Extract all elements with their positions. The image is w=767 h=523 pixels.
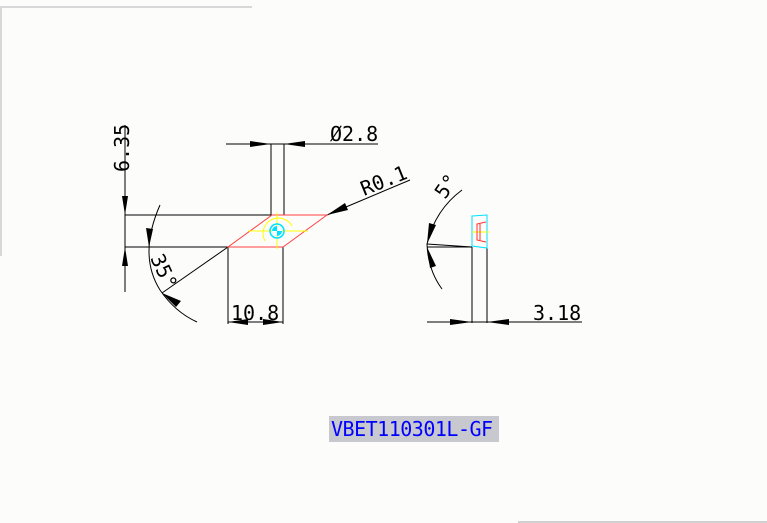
side-view: 5° 3.18 [426, 169, 582, 325]
dimension-included-angle: 35° [145, 204, 229, 323]
dimension-clearance-angle: 5° [426, 169, 463, 290]
dim-label-clearance-angle: 5° [429, 169, 462, 203]
dim-label-included-angle: 35° [145, 250, 182, 293]
dimension-6-35: 6.35 [110, 124, 272, 292]
dim-label-corner-radius: R0.1 [357, 160, 411, 200]
dimension-hole-diameter: Ø2.8 [226, 122, 378, 215]
frame-border-top [0, 6, 252, 8]
dim-label-hole-diameter: Ø2.8 [330, 122, 378, 146]
insert-side-profile [471, 214, 489, 249]
dimension-edge-length: 10.8 [227, 247, 284, 325]
insert-top-outline [226, 213, 329, 249]
dimension-insert-thickness: 3.18 [427, 301, 582, 325]
part-number-highlight [329, 416, 499, 442]
frame-border-left [0, 6, 2, 256]
frame-border-bottom [518, 521, 767, 523]
top-view: 6.35 Ø2.8 R0.1 35° [110, 122, 411, 325]
dim-label-6-35: 6.35 [110, 124, 134, 172]
dim-label-insert-thickness: 3.18 [533, 301, 581, 325]
part-number-label: VBET110301L-GF [331, 417, 493, 441]
dimension-corner-radius: R0.1 [326, 160, 411, 216]
dim-label-edge-length: 10.8 [231, 301, 279, 325]
